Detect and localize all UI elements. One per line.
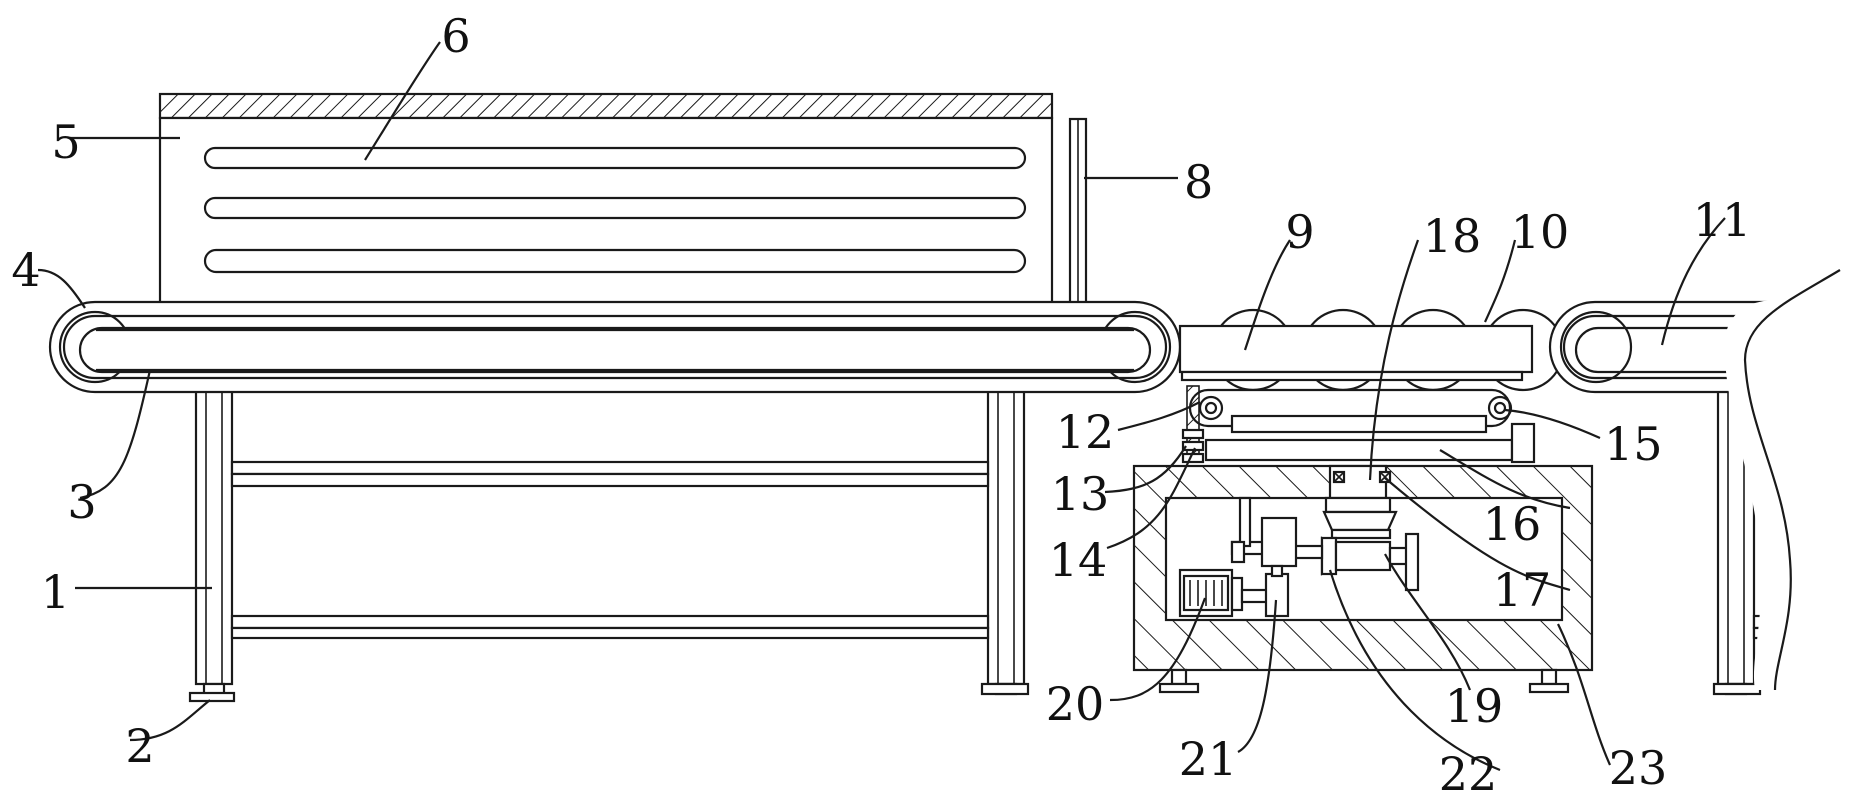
base-feet <box>1158 668 1570 694</box>
label-20: 20 <box>1046 677 1105 731</box>
leveling-feet <box>188 682 1030 703</box>
label-16: 16 <box>1483 497 1542 551</box>
reference-labels: 1 2 3 4 5 6 8 9 10 11 12 13 14 15 16 17 … <box>11 9 1751 801</box>
label-2: 2 <box>125 719 154 773</box>
label-10: 10 <box>1511 205 1570 259</box>
housing <box>158 92 1054 308</box>
label-3: 3 <box>67 475 96 529</box>
label-1: 1 <box>41 565 70 619</box>
label-14: 14 <box>1049 533 1108 587</box>
lift-assembly <box>1180 370 1536 464</box>
label-18: 18 <box>1423 209 1482 263</box>
label-9: 9 <box>1285 205 1314 259</box>
label-5: 5 <box>51 115 80 169</box>
label-11: 11 <box>1693 193 1752 247</box>
label-13: 13 <box>1051 467 1110 521</box>
label-4: 4 <box>11 243 40 297</box>
drive-mechanism <box>1178 496 1420 618</box>
right-conveyor <box>1548 269 1850 696</box>
label-23: 23 <box>1609 741 1668 795</box>
label-22: 22 <box>1439 747 1498 801</box>
leader-lines <box>37 41 1726 772</box>
left-conveyor <box>48 300 1182 394</box>
label-6: 6 <box>441 9 470 63</box>
label-12: 12 <box>1056 405 1115 459</box>
side-plate <box>1068 117 1088 337</box>
label-19: 19 <box>1445 679 1504 733</box>
label-15: 15 <box>1604 417 1663 471</box>
middle-rollers <box>1178 308 1565 392</box>
label-8: 8 <box>1184 155 1213 209</box>
label-21: 21 <box>1179 732 1238 786</box>
left-frame <box>194 370 1026 686</box>
label-17: 17 <box>1493 563 1552 617</box>
